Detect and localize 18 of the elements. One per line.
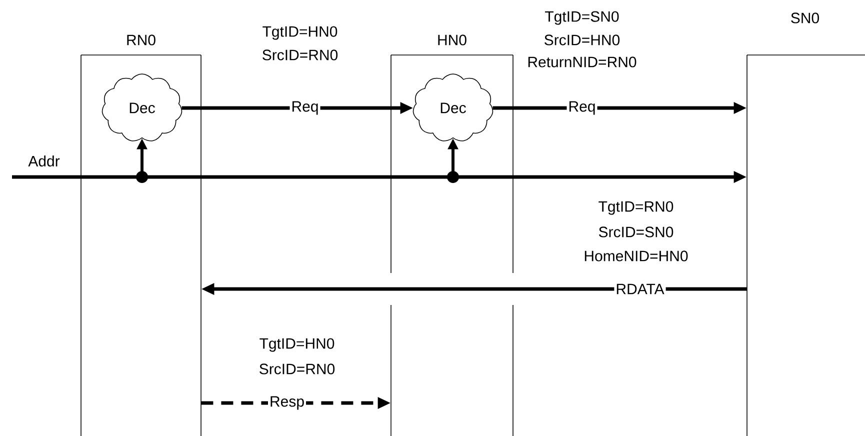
message-field: TgtID=HN0 xyxy=(260,338,334,352)
lifeline-column: SN0 xyxy=(746,12,865,436)
decoder-cloud: Dec xyxy=(412,74,494,142)
message-field: TgtID=HN0 xyxy=(262,26,338,40)
edge-label: Addr xyxy=(28,156,60,166)
decoder-cloud: Dec xyxy=(102,74,182,142)
edge-label: Req xyxy=(290,100,320,116)
edge-label: Req xyxy=(566,100,598,116)
message-field: TgtID=RN0 xyxy=(598,201,674,215)
message-field: SrcID=HN0 xyxy=(544,34,620,46)
message-field: SrcID=RN0 xyxy=(260,364,335,374)
message-field: HomeNID=HN0 xyxy=(584,250,688,262)
edge-label: Resp xyxy=(268,394,306,412)
message-field: ReturnNID=RN0 xyxy=(528,56,636,68)
message-field: SrcID=SN0 xyxy=(598,226,674,238)
message-field: SrcID=RN0 xyxy=(262,50,338,60)
message-field: TgtID=SN0 xyxy=(545,11,619,25)
edge-label: RDATA xyxy=(614,282,666,296)
